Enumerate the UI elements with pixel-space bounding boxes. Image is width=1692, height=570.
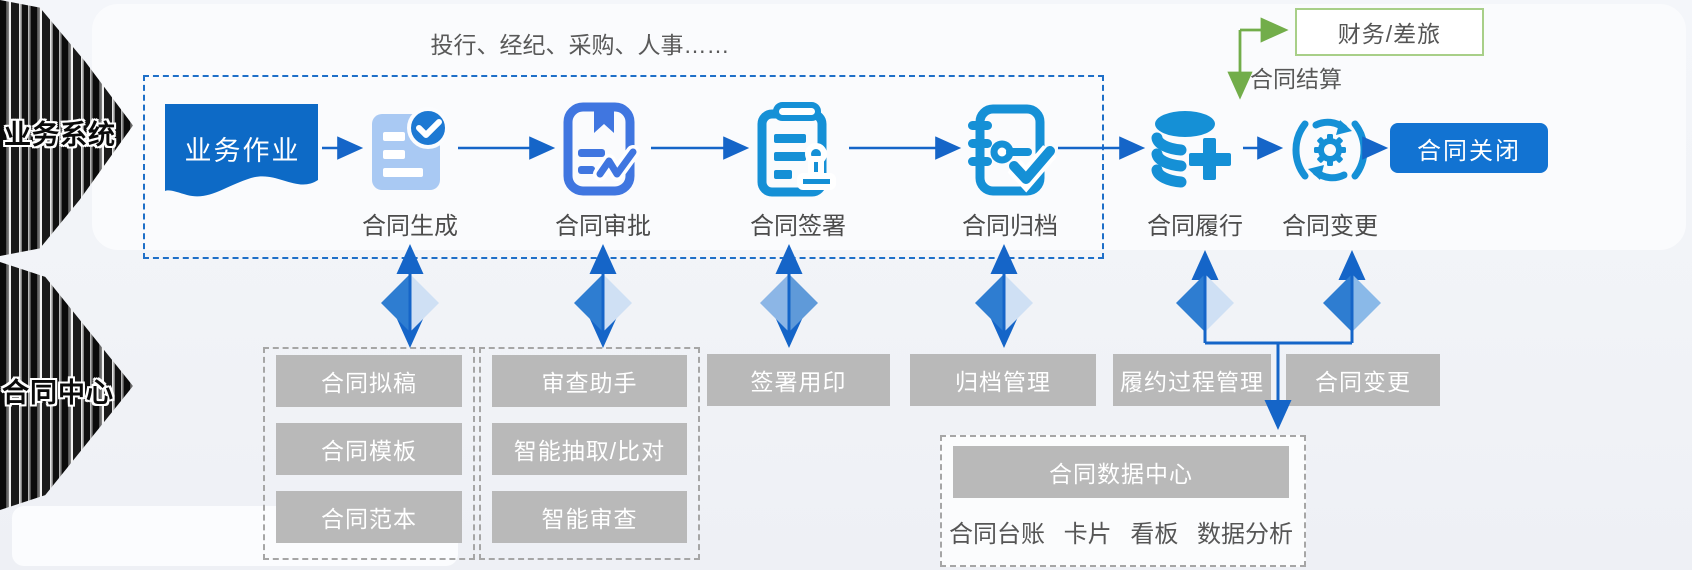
module-box-contract-template: 合同模板 [276, 423, 462, 475]
document-check-icon [372, 107, 449, 190]
sync-gear-icon [1292, 118, 1368, 182]
module-box-smart-extraction: 智能抽取/比对 [492, 423, 687, 475]
module-box-signing: 签署用印 [707, 354, 890, 406]
module-box-contract-drafting: 合同拟稿 [276, 355, 462, 407]
step-label-signing: 合同签署 [750, 213, 846, 240]
database-plus-icon [1151, 111, 1231, 188]
finance-travel-box: 财务/差旅 [1295, 8, 1484, 56]
clipboard-stamp-icon [757, 102, 836, 197]
drafting-module-group: 合同拟稿 合同模板 合同范本 [263, 347, 475, 560]
start-flag-label: 业务作业 [184, 136, 301, 166]
module-box-performance: 履约过程管理 [1113, 354, 1271, 406]
step-label-archiving: 合同归档 [962, 213, 1058, 240]
diamond-shapes [381, 274, 1381, 332]
review-module-group: 审查助手 智能抽取/比对 智能审查 [479, 347, 700, 560]
module-box-contract-model: 合同范本 [276, 491, 462, 543]
step-label-change: 合同变更 [1282, 213, 1378, 240]
industries-caption: 投行、经纪、采购、人事…… [430, 32, 730, 58]
business-flow-dashed-box [143, 75, 1104, 259]
module-box-archiving: 归档管理 [910, 354, 1096, 406]
diamond-center-lines [408, 274, 1354, 332]
notebook-key-check-icon [968, 104, 1057, 196]
start-flag-shape [165, 104, 318, 197]
module-box-review-assistant: 审查助手 [492, 355, 687, 407]
data-center-items: 合同台账 卡片 看板 数据分析 [948, 521, 1293, 548]
contract-close-node: 合同关闭 [1390, 123, 1548, 173]
step-label-generation: 合同生成 [362, 213, 458, 240]
module-box-change: 合同变更 [1286, 354, 1440, 406]
business-system-label: 业务系统 [4, 120, 116, 150]
bookmark-approve-icon [563, 102, 640, 196]
step-label-performance: 合同履行 [1147, 213, 1243, 240]
module-box-smart-review: 智能审查 [492, 491, 687, 543]
settlement-label: 合同结算 [1250, 66, 1342, 92]
data-center-title-bar: 合同数据中心 [953, 446, 1289, 498]
step-label-approval: 合同审批 [555, 213, 651, 240]
contract-center-label: 合同中心 [2, 378, 114, 408]
